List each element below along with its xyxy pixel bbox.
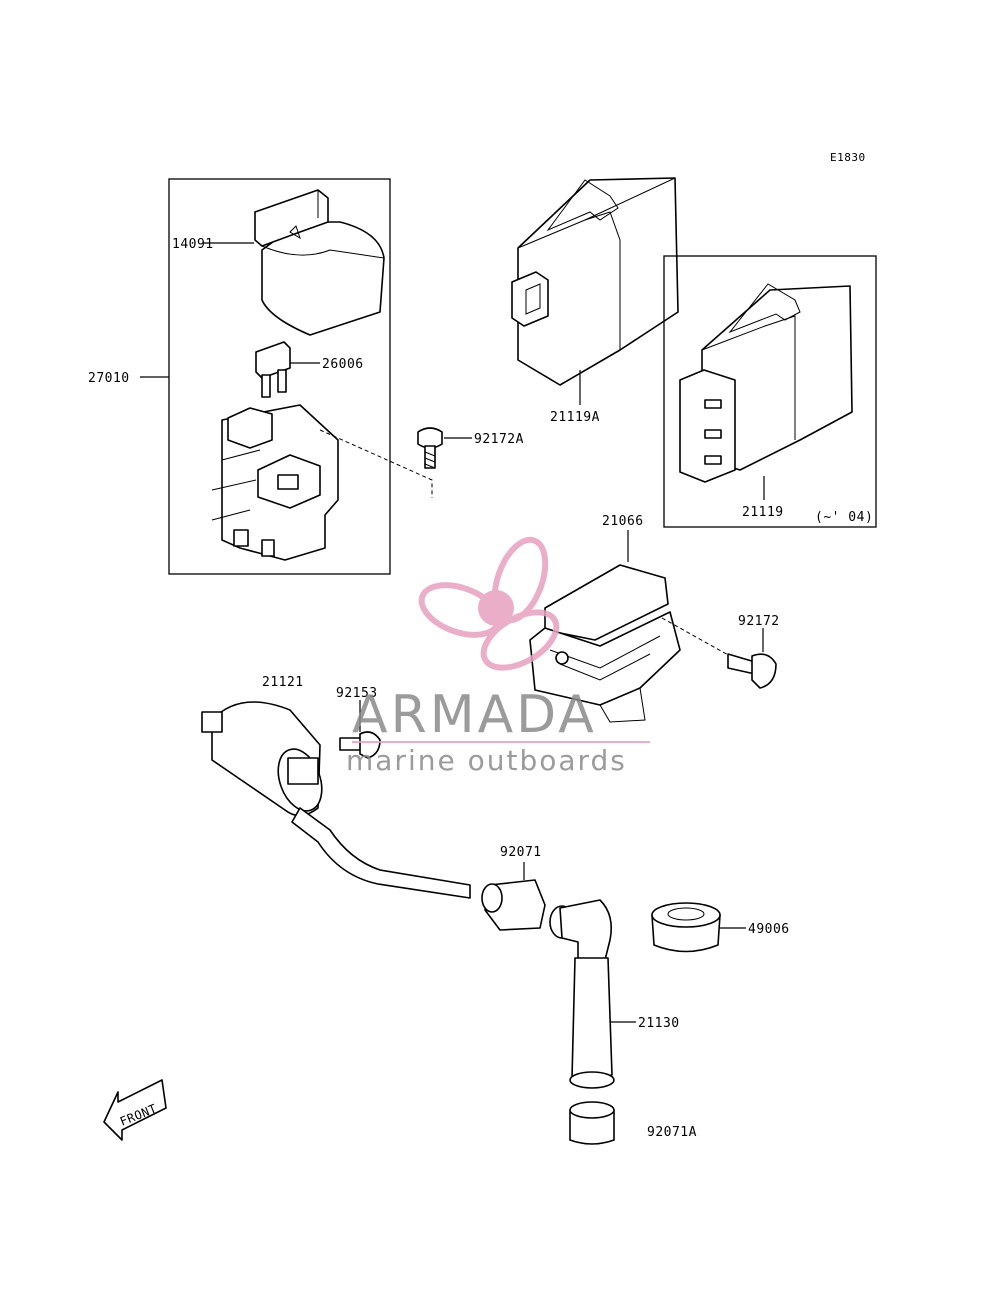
label-21066: 21066 [602, 514, 644, 529]
group-frame-21119 [663, 255, 877, 528]
part-21119-ecu [679, 283, 853, 483]
label-27010: 27010 [88, 371, 130, 386]
label-21119: 21119 [742, 505, 784, 520]
part-fuse-box-base [211, 404, 339, 561]
part-14091-cover [254, 189, 385, 336]
part-26006-fuse [255, 341, 291, 398]
part-21066-regulator [529, 564, 681, 723]
label-14091: 14091 [172, 237, 214, 252]
label-92071: 92071 [500, 845, 542, 860]
part-92071A-cap [569, 1101, 615, 1145]
armada-watermark: ARMADA marine outboards [346, 536, 650, 777]
part-92071-cap [481, 879, 546, 931]
label-21121: 21121 [262, 675, 304, 690]
label-92153: 92153 [336, 686, 378, 701]
front-arrow: FRONT [103, 1079, 167, 1141]
label-92172: 92172 [738, 614, 780, 629]
label-49006: 49006 [748, 922, 790, 937]
part-92172-bolt [727, 653, 777, 689]
propeller-icon [418, 536, 560, 671]
part-21130-plug-cap [549, 899, 615, 1089]
label-21119-note: (~' 04) [815, 510, 873, 525]
part-92172A-screw [417, 427, 443, 469]
watermark-tagline: marine outboards [346, 744, 627, 777]
part-21121-ignition-coil [201, 701, 471, 899]
part-49006-grommet [651, 902, 721, 953]
label-21130: 21130 [638, 1016, 680, 1031]
label-92172A: 92172A [474, 432, 524, 447]
label-92071A: 92071A [647, 1125, 697, 1140]
label-21119A: 21119A [550, 410, 600, 425]
diagram-code: E1830 [830, 151, 866, 164]
label-26006: 26006 [322, 357, 364, 372]
watermark-brand: ARMADA [352, 685, 597, 745]
part-21119A-ecu [511, 177, 679, 386]
